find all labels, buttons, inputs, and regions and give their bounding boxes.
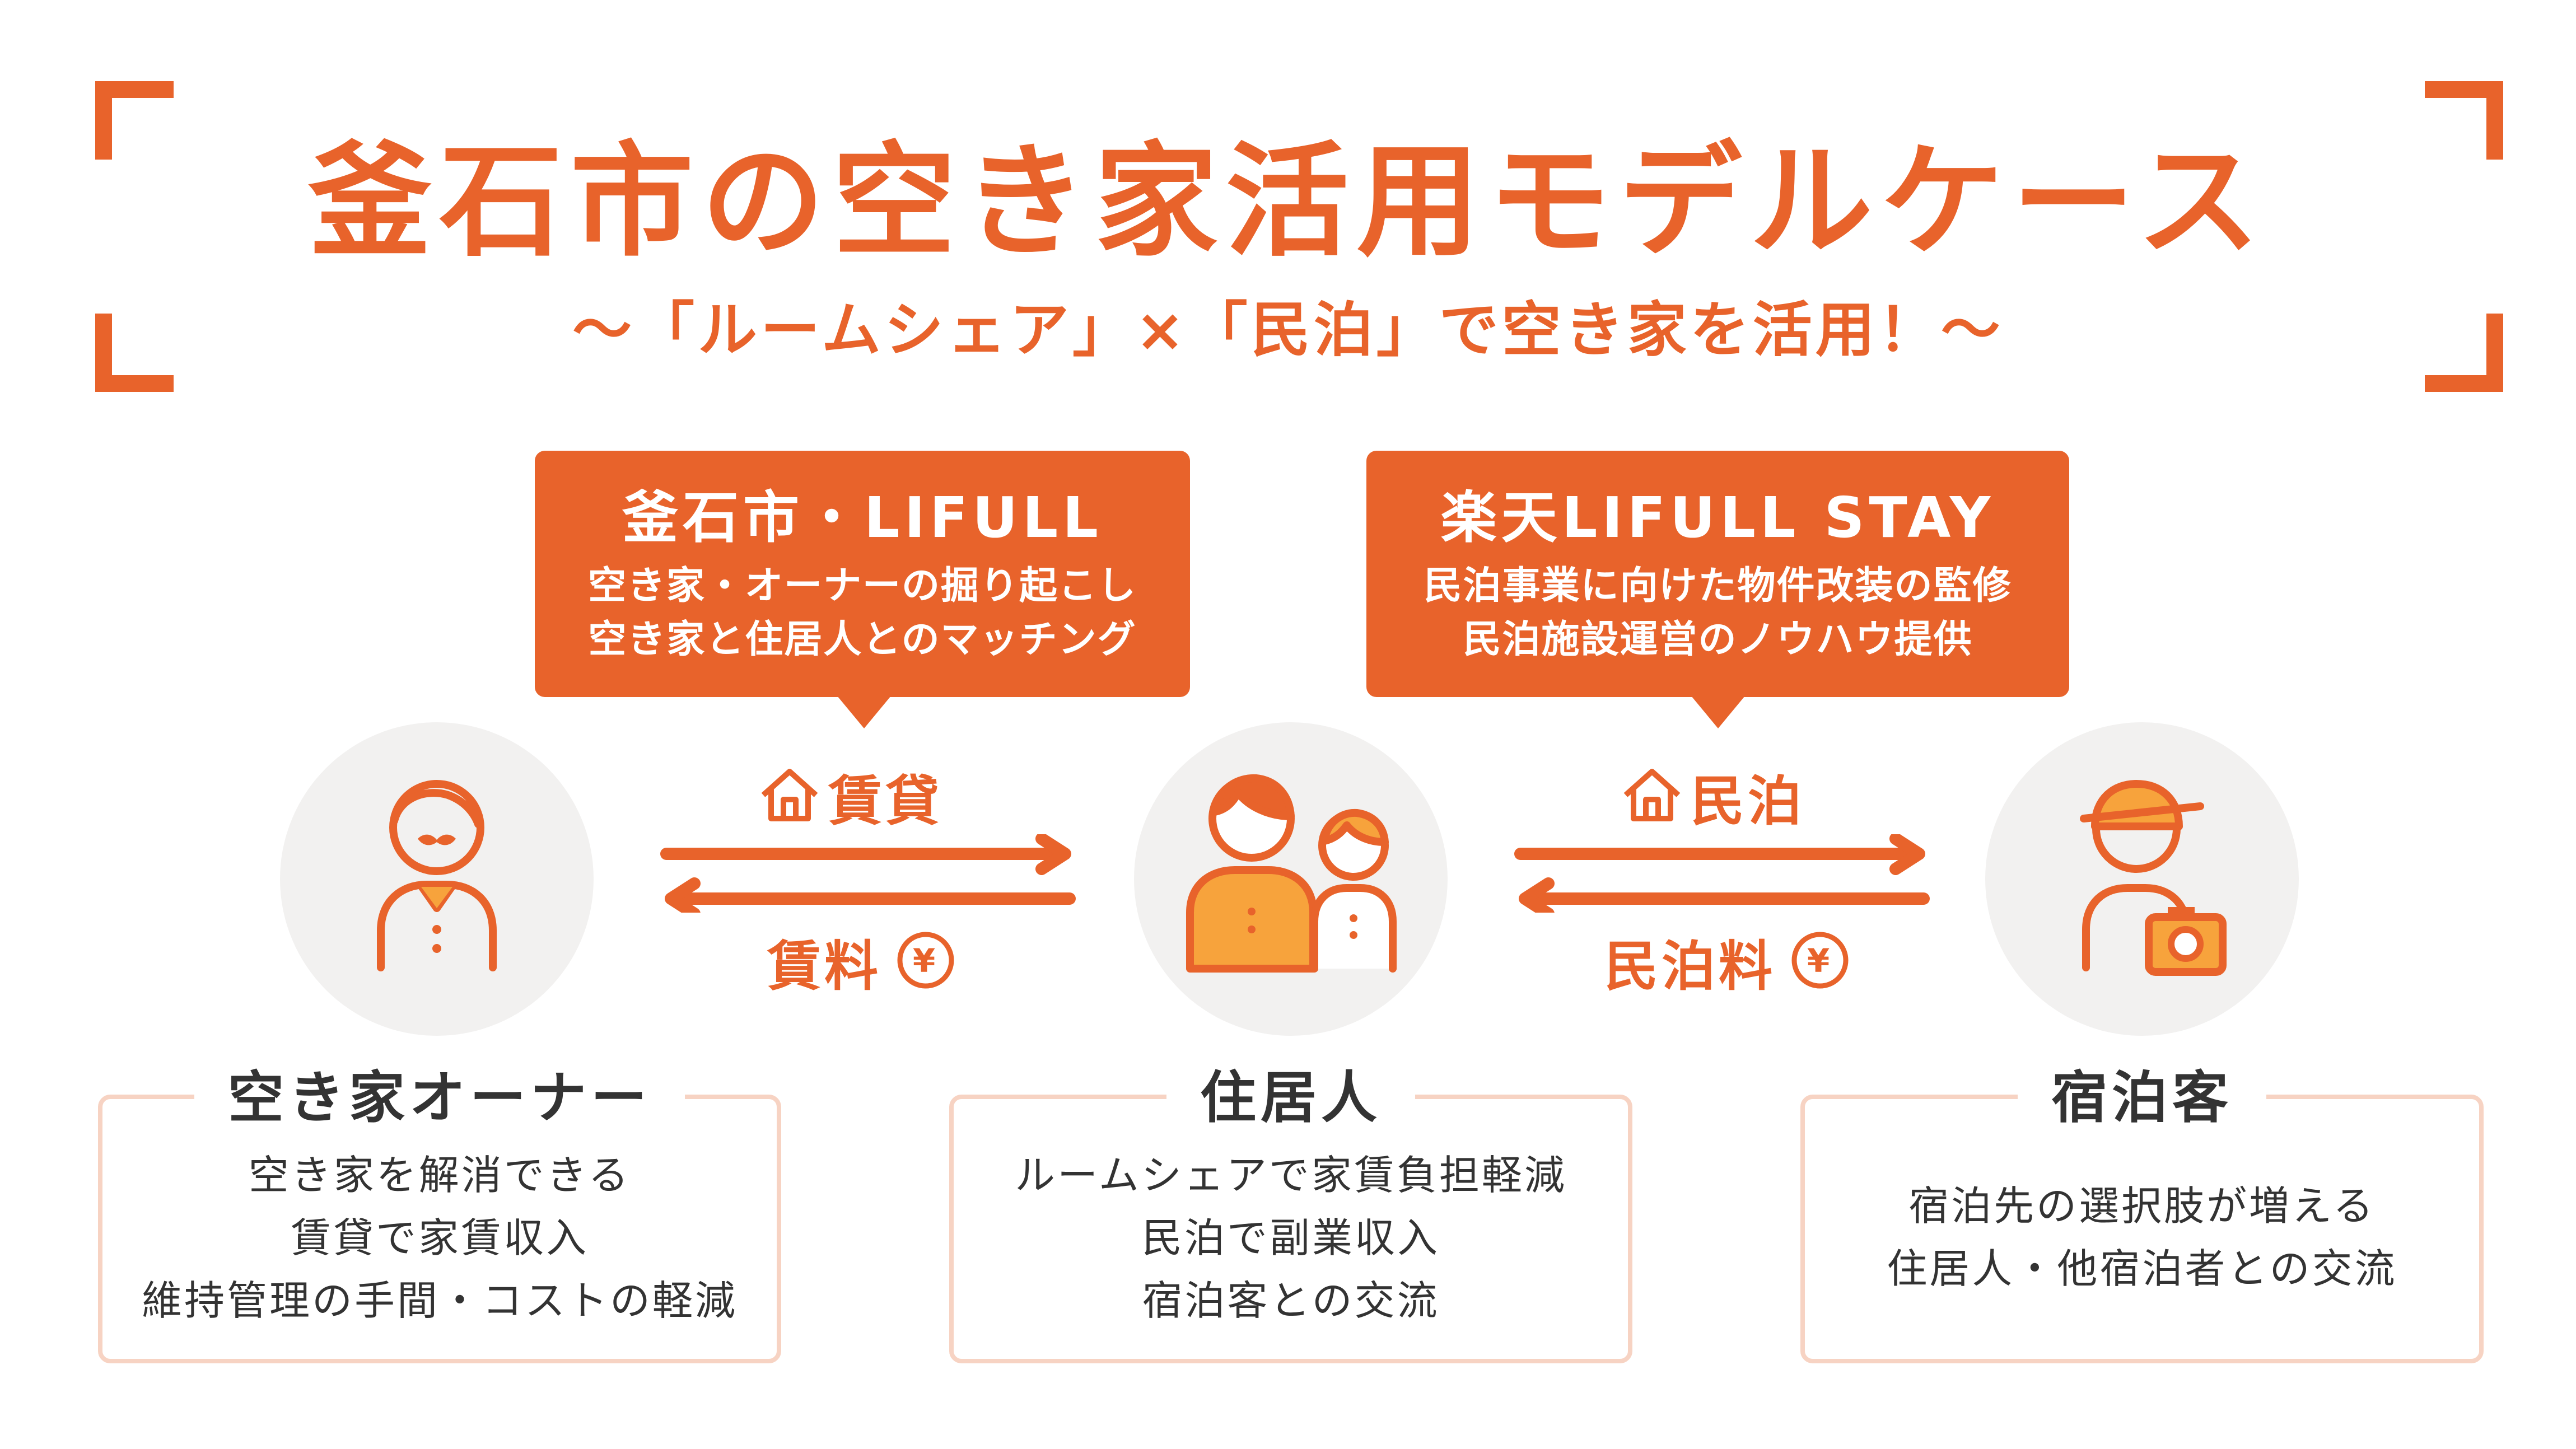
callout-pointer [1691,696,1745,728]
callout-title: 楽天LIFULL STAY [1440,485,1995,550]
benefit-line: 宿泊客との交流 [1142,1277,1440,1324]
yen-icon: ¥ [1789,929,1851,1003]
flow-bottom-label: 民泊料 ¥ [1604,929,1859,1003]
corner-bracket-bottom-left [95,314,174,392]
guest-info-box: 宿泊客 宿泊先の選択肢が増える 住居人・他宿泊者との交流 [1800,1064,2484,1363]
callout-pointer [837,696,891,728]
house-icon [1621,767,1683,835]
owner-info-box: 空き家オーナー 空き家を解消できる 賃貸で家賃収入 維持管理の手間・コストの軽減 [98,1064,781,1363]
owner-person-icon [377,780,497,971]
house-icon [759,767,820,835]
svg-text:¥: ¥ [913,942,939,980]
owner-circle [280,722,594,1036]
benefit-line: 住居人・他宿泊者との交流 [1887,1245,2397,1292]
page-title: 釜石市の空き家活用モデルケース [308,130,2268,273]
guest-title: 宿泊客 [2018,1064,2266,1132]
flow-top-label: 賃貸 [759,767,942,835]
resident-circle [1134,722,1448,1036]
exchange-arrows [660,834,1076,913]
benefit-line: 空き家を解消できる [248,1152,631,1199]
corner-bracket-bottom-right [2425,314,2503,392]
flow-label-minpaku-fee: 民泊料 [1604,935,1776,998]
callout-line: 民泊事業に向けた物件改装の監修 [1424,564,2012,608]
callout-kamaishi-lifull: 釜石市・LIFULL 空き家・オーナーの掘り起こし 空き家と住居人とのマッチング [535,451,1190,728]
callout-title: 釜石市・LIFULL [622,485,1103,550]
callout-line: 民泊施設運営のノウハウ提供 [1463,618,1973,662]
flow-label-minpaku: 民泊 [1691,770,1805,833]
benefit-line: ルームシェアで家賃負担軽減 [1015,1152,1567,1199]
residents-icon [1186,774,1397,973]
callout-line: 空き家と住居人とのマッチング [588,618,1137,662]
flow-bottom-label: 賃料 ¥ [767,929,964,1003]
guest-circle [1985,722,2299,1036]
traveler-camera-icon [2080,780,2227,976]
exchange-arrows [1514,834,1930,913]
svg-text:¥: ¥ [1807,942,1833,980]
benefit-line: 賃貸で家賃収入 [290,1214,589,1261]
flow-label-rent-fee: 賃料 [767,935,881,998]
corner-bracket-top-right [2425,81,2503,160]
callout-rakuten-lifull-stay: 楽天LIFULL STAY 民泊事業に向けた物件改装の監修 民泊施設運営のノウハ… [1366,451,2069,728]
corner-bracket-top-left [95,81,174,160]
benefit-line: 宿泊先の選択肢が増える [1908,1182,2376,1230]
flow-top-label: 民泊 [1621,767,1805,835]
owner-title: 空き家オーナー [194,1064,685,1132]
resident-info-box: 住居人 ルームシェアで家賃負担軽減 民泊で副業収入 宿泊客との交流 [949,1064,1632,1363]
resident-title: 住居人 [1166,1064,1415,1132]
flow-label-rent: 賃貸 [828,770,942,833]
benefit-line: 維持管理の手間・コストの軽減 [141,1277,738,1324]
callout-line: 空き家・オーナーの掘り起こし [587,564,1137,608]
yen-icon: ¥ [895,929,956,1003]
page-subtitle: 〜「ルームシェア」×「民泊」で空き家を活用！〜 [572,296,2004,364]
benefit-line: 民泊で副業収入 [1141,1214,1440,1261]
